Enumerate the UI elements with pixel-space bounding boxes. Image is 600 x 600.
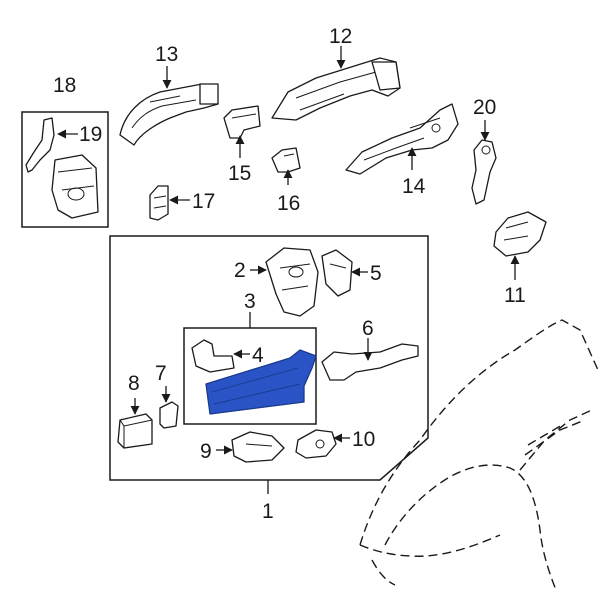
part-2-drawing <box>265 247 319 317</box>
part-19-drawing <box>25 117 99 219</box>
part-7-drawing <box>159 401 179 429</box>
part-15-drawing <box>223 105 261 139</box>
callout-2: 2 <box>234 259 246 282</box>
callout-4: 4 <box>252 344 264 367</box>
callout-13: 13 <box>155 43 178 66</box>
callout-11: 11 <box>504 284 526 307</box>
group-box-1 <box>109 235 429 481</box>
part-6-drawing <box>321 343 419 381</box>
callout-10: 10 <box>352 428 375 451</box>
fender-outline <box>359 319 599 591</box>
highlighted-part[interactable] <box>205 349 317 415</box>
part-20-drawing <box>471 139 497 205</box>
part-4-drawing <box>191 339 235 373</box>
callout-20: 20 <box>473 96 496 119</box>
callout-9: 9 <box>200 440 212 463</box>
callout-17: 17 <box>192 190 215 213</box>
callout-15: 15 <box>228 162 251 185</box>
callout-1: 1 <box>262 500 274 523</box>
part-10-drawing <box>295 429 337 459</box>
part-16-drawing <box>271 147 301 173</box>
part-13-drawing <box>119 83 219 146</box>
callout-7: 7 <box>155 362 167 385</box>
callout-19: 19 <box>79 123 102 146</box>
part-9-drawing <box>231 431 285 463</box>
callout-14: 14 <box>402 175 426 198</box>
part-5-drawing <box>321 249 353 297</box>
callout-3: 3 <box>244 290 256 313</box>
callout-12: 12 <box>329 25 352 48</box>
callout-6: 6 <box>362 317 374 340</box>
callout-8: 8 <box>128 372 140 395</box>
group-box-18 <box>21 111 109 228</box>
callout-16: 16 <box>277 192 300 215</box>
part-12-drawing <box>271 57 401 121</box>
part-14-drawing <box>345 103 459 175</box>
callout-18: 18 <box>53 74 76 97</box>
part-11-drawing <box>493 211 547 257</box>
callout-5: 5 <box>370 262 382 285</box>
part-8-drawing <box>117 413 153 449</box>
part-17-drawing <box>149 185 169 221</box>
